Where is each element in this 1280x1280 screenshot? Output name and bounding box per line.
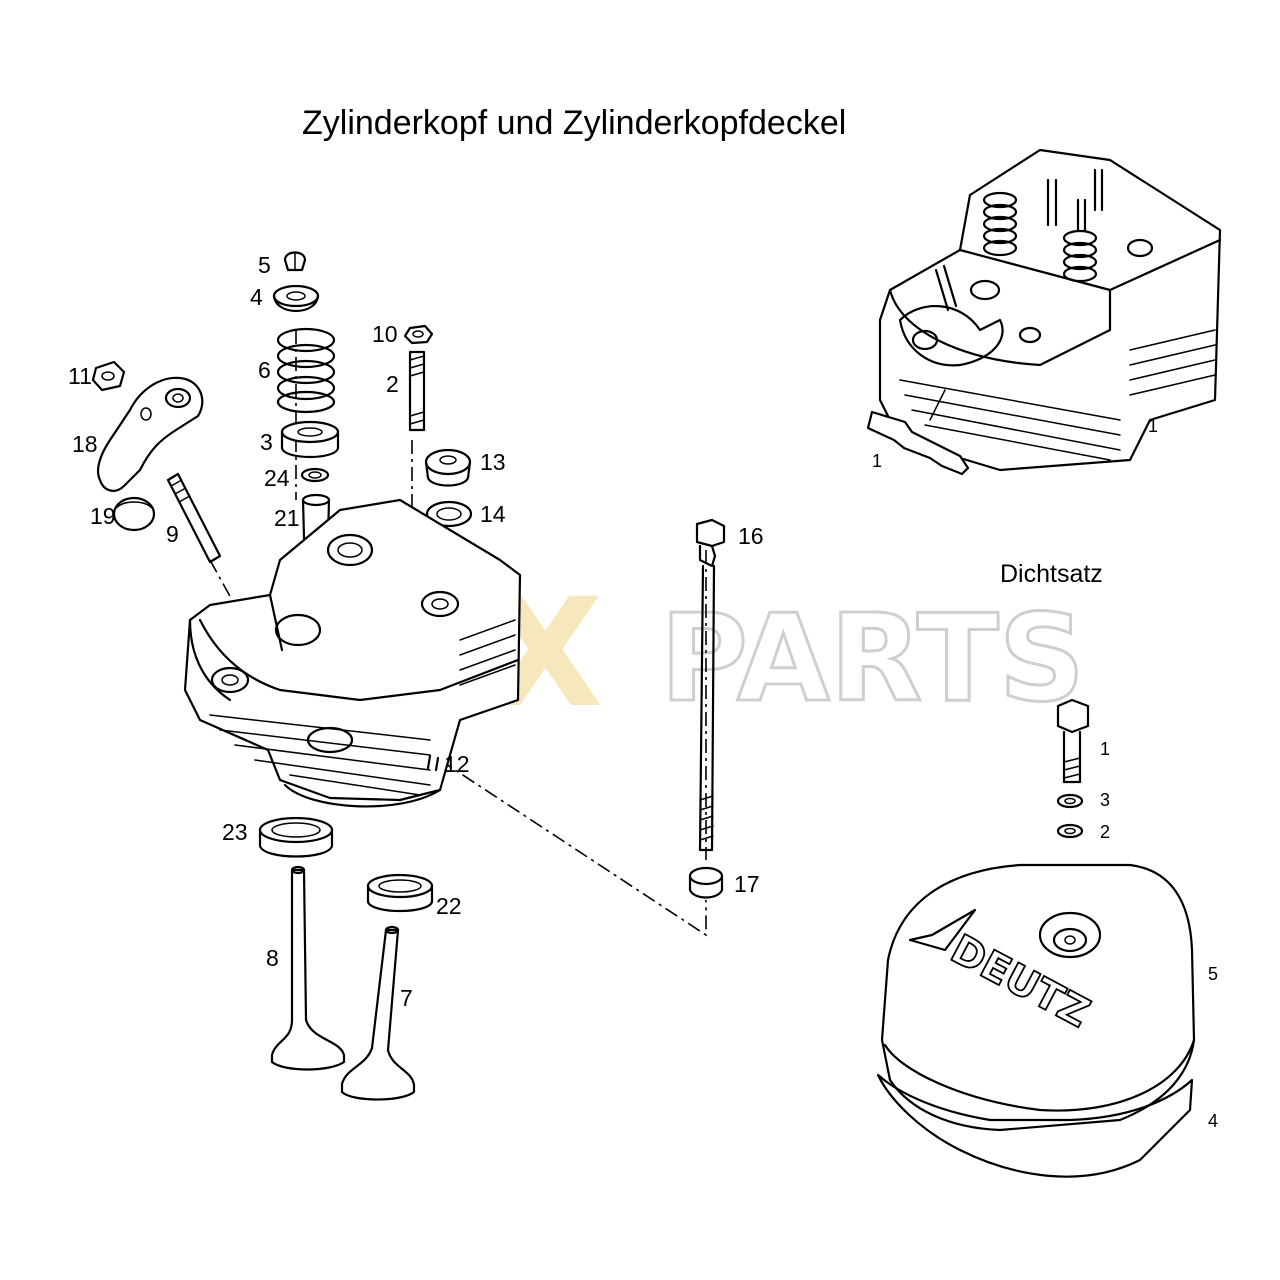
callout-24: 24 — [264, 465, 290, 491]
callout-10: 10 — [372, 321, 398, 347]
callout-16: 16 — [738, 523, 764, 549]
callout-4: 4 — [250, 284, 263, 310]
dichtsatz-callout-3: 3 — [1100, 790, 1110, 810]
dichtsatz-callout-2: 2 — [1100, 822, 1110, 842]
callout-8: 8 — [266, 945, 279, 971]
callouts-main: 5 4 6 3 24 21 10 2 11 18 19 9 13 14 16 1… — [68, 252, 764, 1011]
watermark-parts: PARTS — [660, 590, 1085, 729]
washer-14 — [425, 500, 473, 528]
assembly-pushrod — [934, 264, 958, 312]
dichtsatz-callout-1: 1 — [1100, 739, 1110, 759]
callout-6: 6 — [258, 357, 271, 383]
assembly-spring-left — [982, 191, 1018, 257]
dichtsatz-group: DEUTZ 1 3 2 5 4 — [876, 698, 1218, 1178]
callout-22: 22 — [436, 893, 462, 919]
cylinder-head — [183, 498, 522, 808]
deutz-logo-mark — [908, 908, 977, 952]
assembled-cylinder-head: 1 1 — [866, 148, 1222, 476]
callout-18: 18 — [72, 431, 98, 457]
callout-23: 23 — [222, 819, 248, 845]
callout-2: 2 — [386, 371, 399, 397]
callout-9: 9 — [166, 521, 179, 547]
assembly-studs — [1046, 168, 1104, 232]
callout-13: 13 — [480, 449, 506, 475]
callout-7: 7 — [400, 985, 413, 1011]
push-rod — [166, 472, 222, 564]
valve-seat-ring-22 — [366, 873, 434, 913]
nut-11 — [91, 360, 126, 392]
page-title: Zylinderkopf und Zylinderkopfdeckel — [302, 104, 847, 142]
callout-19: 19 — [90, 503, 116, 529]
assembly-callout-right: 1 — [1148, 416, 1158, 436]
stud-2 — [408, 350, 426, 432]
spring-retainer — [272, 284, 320, 312]
rocker-cap — [112, 496, 156, 532]
callout-3: 3 — [260, 429, 273, 455]
plug-screw — [424, 448, 472, 487]
callout-12: 12 — [444, 751, 470, 777]
axis-line-bolt — [439, 759, 707, 937]
callout-17: 17 — [734, 871, 760, 897]
dichtsatz-callout-5: 5 — [1208, 964, 1218, 984]
valve-seat-ring-23 — [258, 816, 334, 858]
spring-seat — [280, 420, 340, 458]
sleeve-17 — [688, 866, 724, 899]
cover-bolt — [1056, 698, 1090, 784]
valve-8 — [270, 865, 346, 1071]
dichtsatz-heading: Dichtsatz — [1000, 560, 1103, 588]
valve-7 — [340, 925, 416, 1101]
cover-washer-2 — [1056, 823, 1084, 839]
valve-cover: DEUTZ — [876, 863, 1196, 1178]
valve-spring — [276, 327, 336, 414]
assembly-fitting — [866, 389, 970, 476]
insert-12 — [426, 754, 440, 772]
cover-washer-3 — [1056, 793, 1084, 809]
exploded-view: 5 4 6 3 24 21 10 2 11 18 19 9 13 14 16 1… — [68, 251, 764, 1101]
callout-5: 5 — [258, 252, 271, 278]
nut-10 — [403, 324, 434, 345]
callout-14: 14 — [480, 501, 506, 527]
dichtsatz-callout-4: 4 — [1208, 1111, 1218, 1131]
assembly-spring-right — [1062, 229, 1098, 283]
callout-11: 11 — [68, 363, 92, 389]
seal-ring — [300, 467, 330, 483]
assembly-callout-left: 1 — [872, 451, 882, 471]
rocker-arm — [96, 376, 204, 492]
bolt-16 — [695, 518, 726, 852]
valve-keeper — [283, 251, 307, 272]
callout-21: 21 — [274, 505, 300, 531]
